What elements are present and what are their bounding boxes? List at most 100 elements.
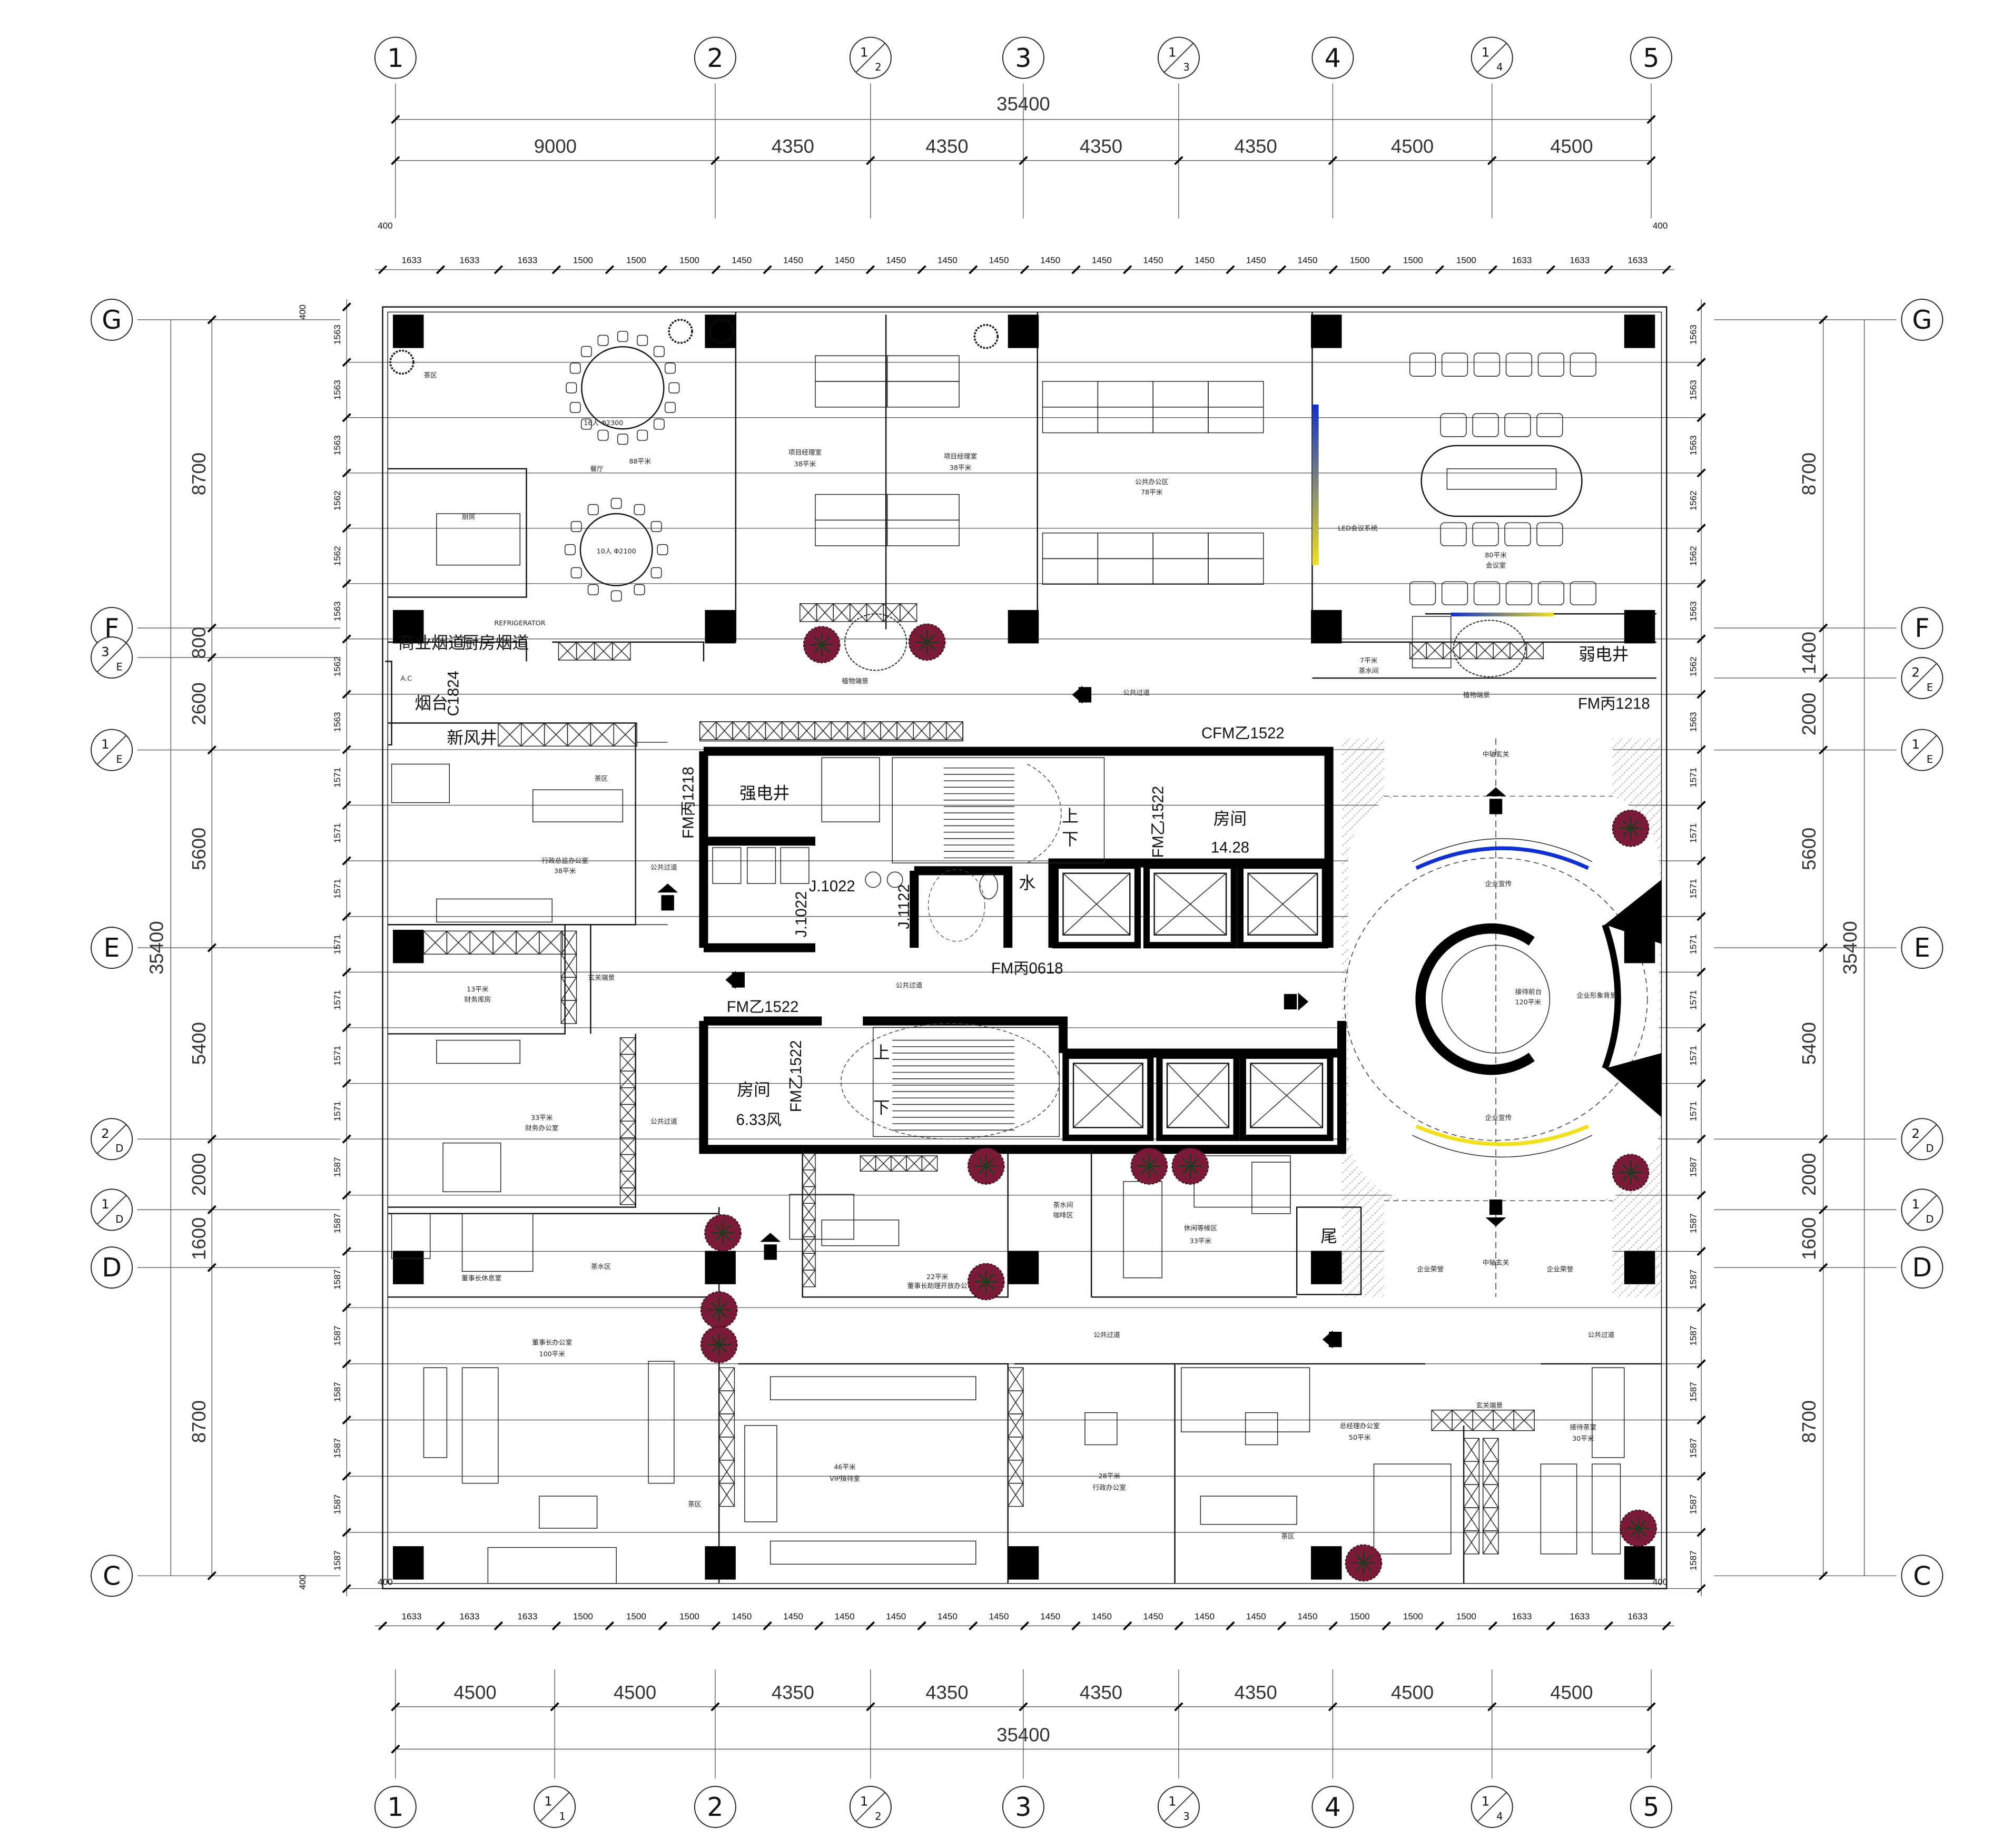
dim-tick (1696, 302, 1706, 312)
meeting-room-area: 80平米 (1485, 551, 1507, 559)
room-a-label: 房间 (1213, 810, 1247, 829)
chair (1472, 522, 1499, 546)
furniture-piece (391, 763, 450, 803)
plant-cluster (844, 613, 907, 671)
cabinet-cross (560, 977, 577, 1001)
axis-bubble: 3 (1002, 1786, 1044, 1828)
dim-label: 1500 (1456, 255, 1476, 266)
dim-tick (1435, 1621, 1444, 1630)
axis-bubble-circle (1002, 36, 1044, 79)
corridor-label: 公共过道 (1123, 689, 1150, 696)
workstation (815, 381, 888, 408)
workstation (1097, 532, 1153, 559)
column (1624, 314, 1655, 348)
workstation (815, 519, 888, 546)
axis-grid (137, 83, 1897, 1779)
cabinet-cross (1493, 642, 1511, 660)
elevator-cross (1248, 873, 1318, 936)
dim-label: 4350 (1235, 135, 1277, 157)
arrow-icon (1485, 1217, 1506, 1227)
workstation (1152, 381, 1209, 408)
cabinet-cross (831, 721, 848, 740)
stair-top (892, 757, 1105, 863)
dim-tick (1071, 265, 1081, 274)
plant-icon (668, 319, 693, 344)
chair (653, 418, 665, 430)
workstation (1152, 407, 1209, 434)
cabinet-cross (866, 603, 884, 622)
door-code: FM丙1218 (1578, 696, 1650, 713)
tea-area-2-label: 茶区 (595, 774, 608, 782)
strong-shaft-label: 强电井 (739, 784, 790, 803)
workstation (1042, 381, 1099, 408)
furniture-piece (744, 1425, 777, 1522)
axis-num: 1 (1168, 44, 1176, 60)
workstation (815, 355, 888, 382)
cabinet-cross (883, 603, 901, 622)
workstation (1042, 532, 1099, 559)
dim-tick (1019, 156, 1028, 165)
person-icon (661, 895, 674, 911)
dim-label: 1587 (332, 1213, 342, 1233)
cabinet-cross (1459, 642, 1477, 660)
dim-label: 1571 (1688, 823, 1698, 843)
plant-outline (389, 349, 415, 375)
dim-label: 4500 (614, 1682, 656, 1703)
dim-label: 800 (188, 627, 210, 659)
reception-name: 接待前台 (1515, 988, 1542, 996)
conference-table-inlay (1446, 468, 1557, 490)
dim-label: 1400 (1798, 632, 1820, 674)
tea-area-label: 茶区 (423, 371, 437, 379)
axis-label: 2 (707, 44, 723, 73)
person-icon (1489, 1199, 1503, 1215)
pm-office-1-name: 项目经理室 (788, 448, 822, 456)
axis-bubble-circle (1630, 36, 1673, 79)
dim-label: 1633 (1512, 255, 1532, 266)
direction-arrow-icon (725, 970, 745, 989)
dim-label: 1587 (332, 1550, 342, 1570)
cabinet-cross (802, 1203, 816, 1221)
workstation (886, 494, 960, 521)
cabinet-cross (1483, 1530, 1499, 1555)
dim-tick (1226, 1621, 1235, 1630)
dim-tick (969, 265, 978, 274)
entrance-feature-label: 玄关端景 (588, 974, 615, 981)
cabinet-cross (802, 1186, 816, 1204)
bubble-divider (97, 643, 126, 672)
dim-tick (917, 265, 926, 274)
vip-name: VIP接待室 (830, 1475, 860, 1482)
axis-bubble: 1E (1901, 729, 1943, 771)
axis-bubble: 13 (1157, 1786, 1200, 1828)
cabinet-cross (619, 1054, 636, 1072)
stair-bottom (841, 1023, 1060, 1140)
furniture-piece (1123, 1181, 1162, 1279)
axis-den: E (1927, 682, 1933, 694)
dim-label: 1562 (332, 546, 342, 566)
cabinet-cross (1463, 1461, 1479, 1485)
elevator (1239, 1052, 1334, 1141)
axis-bubble-circle (91, 1555, 133, 1597)
workstation (1042, 558, 1099, 585)
cabinet-cross (699, 721, 717, 740)
dim-tick (207, 1263, 216, 1272)
axis-bubble: G (1901, 299, 1943, 341)
chair (664, 362, 676, 374)
corridor-label: 公共过道 (896, 981, 923, 989)
cabinet-cross (558, 642, 577, 661)
axis-bubble-circle (1901, 927, 1943, 969)
axis-bubble: 1D (1901, 1188, 1943, 1231)
cabinet-cross (716, 721, 733, 740)
cabinet-cross (718, 1390, 735, 1414)
plant-cluster (1453, 620, 1526, 677)
chair (570, 521, 582, 532)
cabinet-cross (718, 1437, 735, 1461)
plant-feature-label: 植物端景 (842, 677, 869, 685)
honor-label: 企业荣誉 (1417, 1265, 1444, 1273)
chair (1570, 581, 1596, 605)
round-table (566, 331, 680, 445)
dim-tick (1604, 265, 1613, 274)
plant-icon (973, 324, 999, 349)
dim-tick (605, 265, 615, 274)
cabinet-cross (850, 603, 867, 622)
dim-label: 1571 (1688, 768, 1698, 788)
